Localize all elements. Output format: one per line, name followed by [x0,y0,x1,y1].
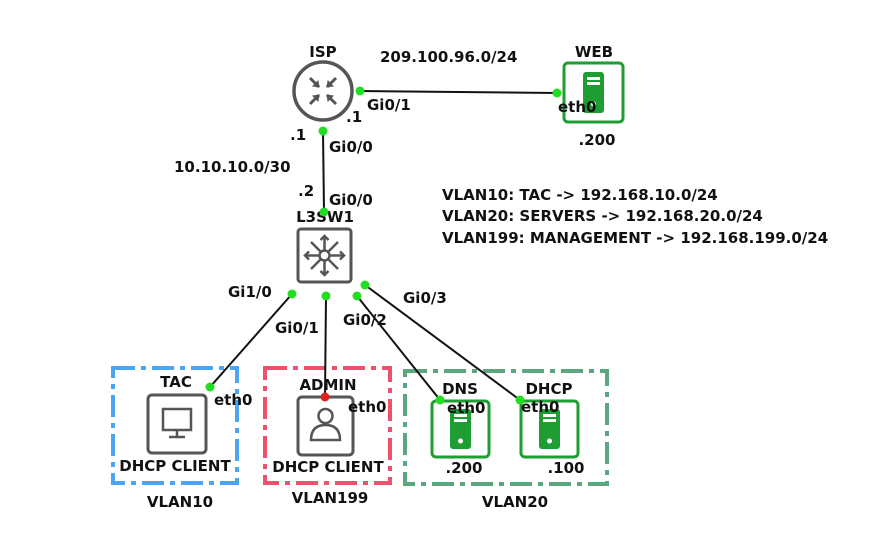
link-l3sw1-tac [209,293,293,388]
vlan-info-line: VLAN10: TAC -> 192.168.10.0/24 [442,186,718,204]
isp-gi0-1-label: Gi0/1 [367,96,411,114]
tac-pc[interactable]: TAC DHCP CLIENT [119,373,231,475]
dns-ip: .200 [445,459,482,477]
link-l3sw1-dns [356,295,441,401]
link-down-dot [320,392,330,402]
web-server[interactable]: WEB .200 [562,43,625,149]
link-up-dot [435,395,445,405]
link-up-dot [552,88,562,98]
network-isp-l3sw1: 10.10.10.0/30 [174,158,291,176]
vlan-info-line: VLAN20: SERVERS -> 192.168.20.0/24 [442,207,763,225]
dhcp-ip: .100 [547,459,584,477]
vlan10-group-box [111,366,239,485]
isp-gi0-1-ip: .1 [346,108,362,126]
web-label: WEB [575,43,613,61]
network-isp-web: 209.100.96.0/24 [380,48,517,66]
isp-label: ISP [309,43,336,61]
link-isp-web [359,90,558,94]
link-up-dot [321,291,331,301]
link-up-dot [318,126,328,136]
links [209,90,558,401]
isp-router[interactable]: ISP [292,43,354,122]
vlan-info-line: VLAN199: MANAGEMENT -> 192.168.199.0/24 [442,229,828,247]
isp-gi0-0-ip: .1 [290,126,306,144]
link-status-dots [205,86,562,405]
link-up-dot [355,86,365,96]
link-up-dot [515,395,525,405]
tac-label: TAC [160,373,192,391]
link-isp-l3sw1 [322,130,325,213]
dns-server[interactable]: DNS .200 [430,380,491,477]
dns-label: DNS [442,380,478,398]
link-l3sw1-admin [324,295,327,398]
vlan-info: VLAN10: TAC -> 192.168.10.0/24 VLAN20: S… [442,186,828,247]
link-up-dot [319,207,329,217]
tac-role: DHCP CLIENT [119,457,231,475]
web-eth0-label: eth0 [558,98,596,116]
admin-label: ADMIN [299,376,356,394]
router-icon [292,60,354,122]
isp-gi0-0-label: Gi0/0 [329,138,373,156]
web-ip: .200 [578,131,615,149]
dns-eth0-label: eth0 [447,399,485,417]
vlan199-label: VLAN199 [292,489,369,507]
dhcp-label: DHCP [525,380,572,398]
l3sw1-gi0-3-label: Gi0/3 [403,289,447,307]
link-l3sw1-dhcp [364,284,521,401]
vlan10-label: VLAN10 [147,493,213,511]
link-up-dot [352,291,362,301]
link-up-dot [205,382,215,392]
link-up-dot [287,289,297,299]
l3sw1-gi0-1-label: Gi0/1 [275,319,319,337]
l3sw1-label: L3SW1 [296,208,354,226]
l3sw1-gi1-0-label: Gi1/0 [228,283,272,301]
tac-eth0-label: eth0 [214,391,252,409]
admin-role: DHCP CLIENT [272,458,384,476]
l3sw1-gi0-2-label: Gi0/2 [343,311,387,329]
vlan20-label: VLAN20 [482,493,548,511]
admin-eth0-label: eth0 [348,398,386,416]
l3sw1-gi0-0-label: Gi0/0 [329,191,373,209]
admin-user[interactable]: ADMIN DHCP CLIENT [272,376,384,476]
monitor-icon [146,393,208,455]
link-up-dot [360,280,370,290]
vlan199-group-box [263,366,392,485]
l3sw1-switch[interactable]: L3SW1 [296,208,354,284]
l3sw1-gi0-0-ip: .2 [298,182,314,200]
dhcp-eth0-label: eth0 [521,398,559,416]
dhcp-server[interactable]: DHCP .100 [519,380,585,477]
